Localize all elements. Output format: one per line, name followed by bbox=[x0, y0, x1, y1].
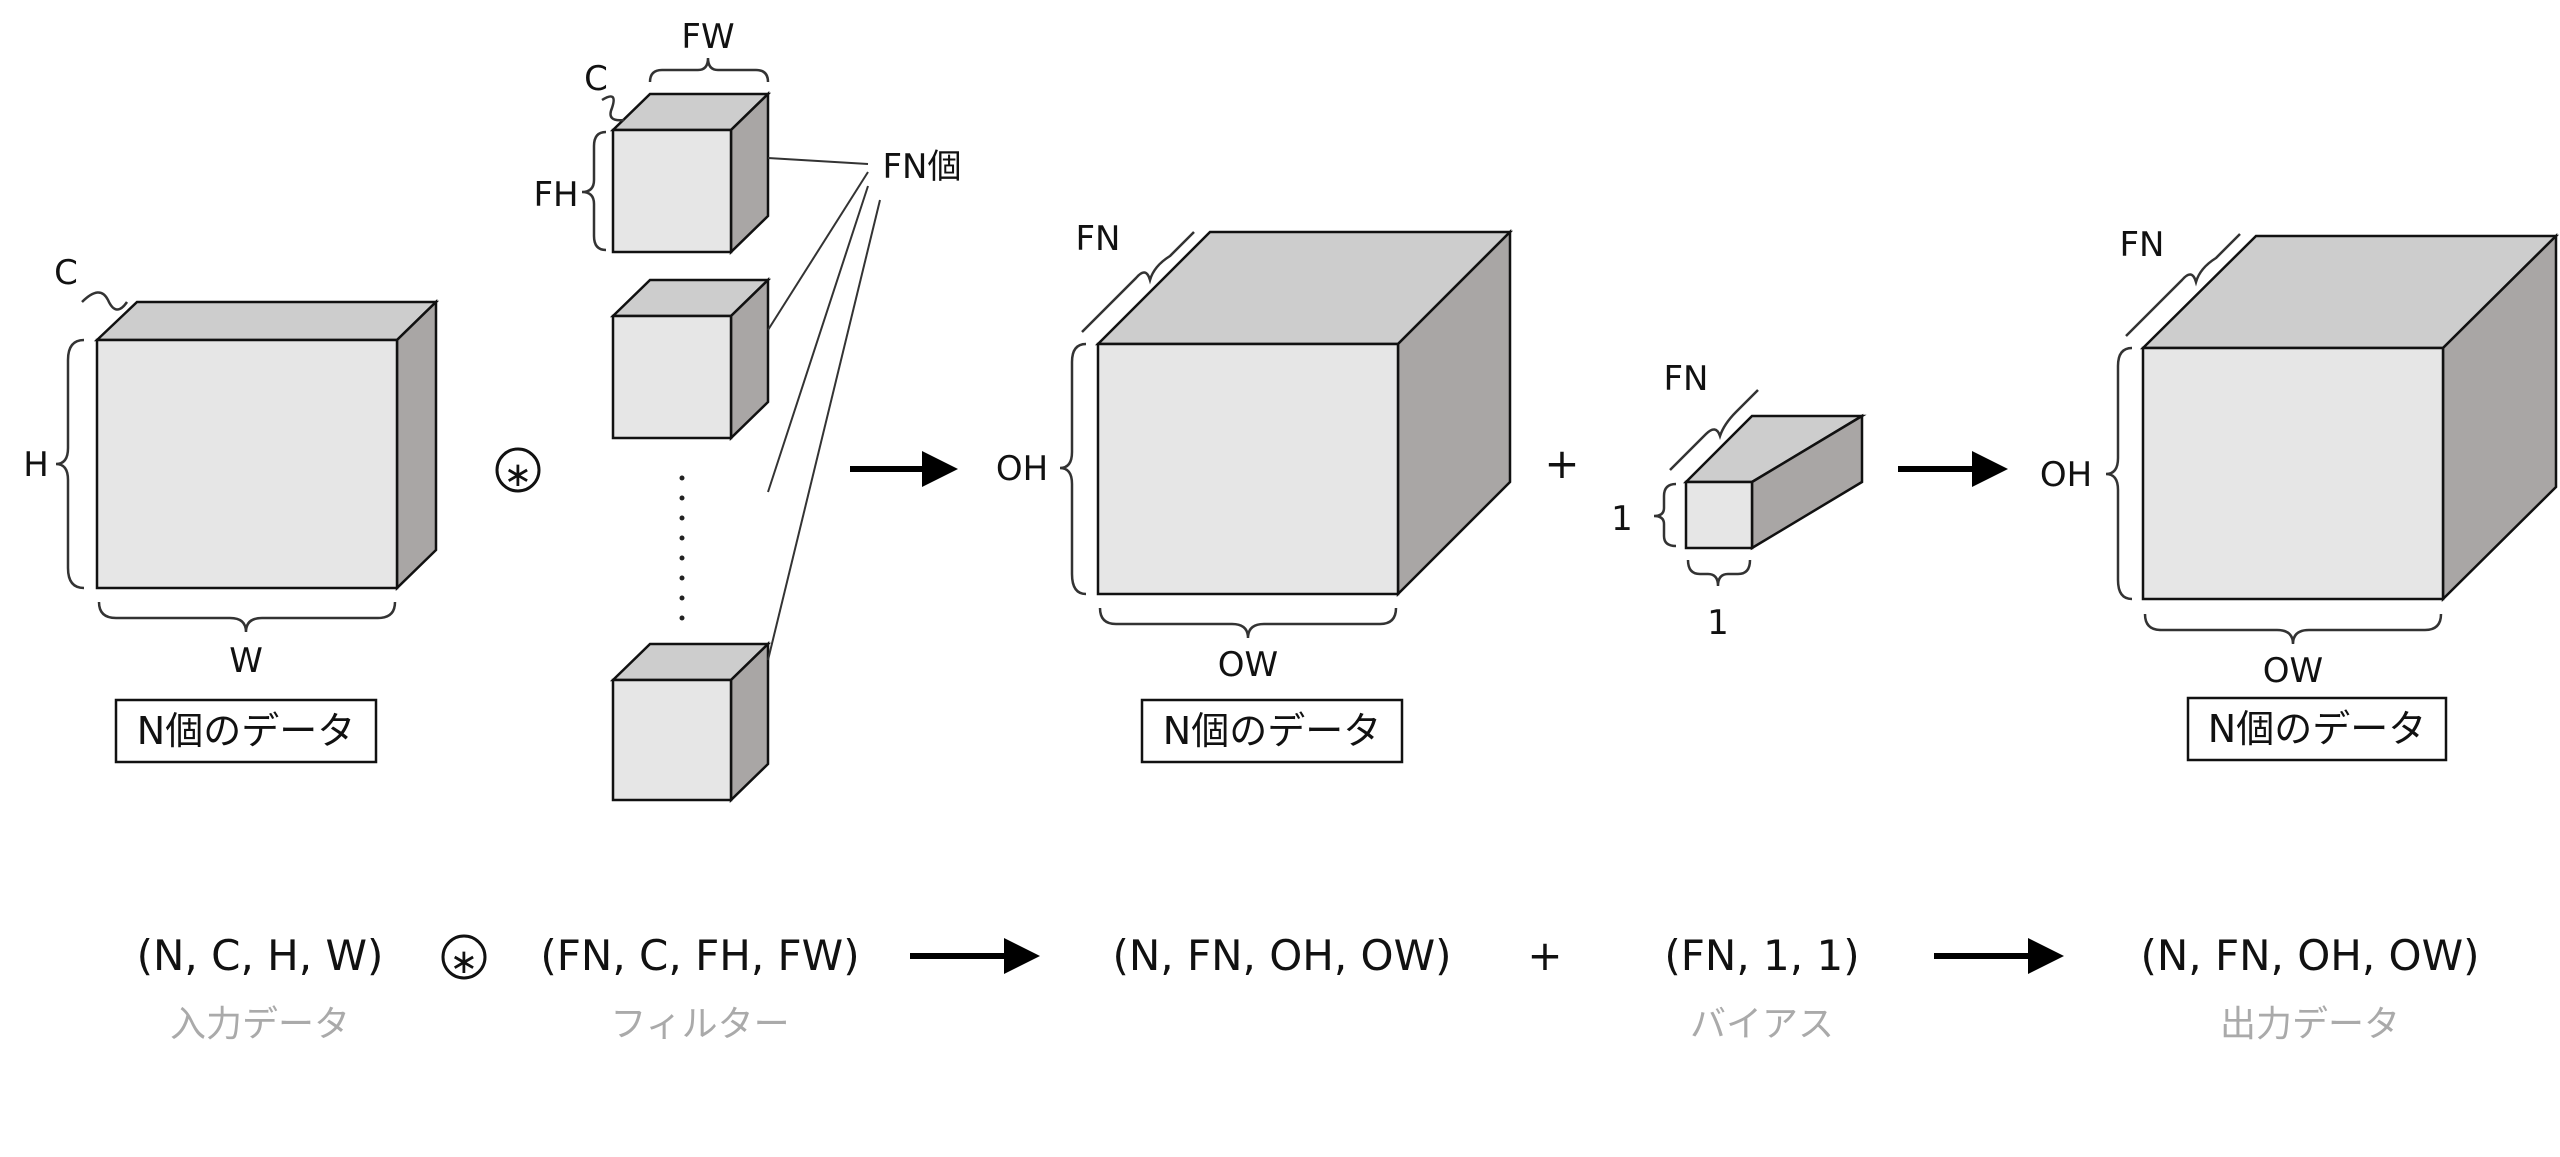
formula-plus-sign: + bbox=[1527, 931, 1562, 980]
filter-depth-brace bbox=[601, 95, 625, 122]
leader-line-4 bbox=[767, 199, 881, 661]
plus-sign: + bbox=[1544, 439, 1579, 488]
output-height-label: OH bbox=[996, 449, 1048, 489]
formula-result-role: 出力データ bbox=[2220, 1004, 2400, 1045]
leader-line-3 bbox=[767, 185, 869, 493]
output-caption: N個のデータ bbox=[1163, 709, 1381, 753]
input-width-label: W bbox=[229, 641, 263, 681]
output-data-cube bbox=[1094, 228, 1514, 598]
formula-conv-operator-icon: ∗ bbox=[441, 934, 487, 982]
input-depth-brace bbox=[81, 291, 129, 311]
result-height-brace bbox=[2105, 346, 2133, 601]
bias-depth-brace bbox=[1669, 389, 1759, 471]
result-depth-label: FN bbox=[2120, 225, 2165, 265]
input-width-brace bbox=[97, 601, 397, 633]
result-data-cube bbox=[2139, 233, 2560, 602]
input-depth-label: C bbox=[54, 253, 78, 293]
formula-input-shape: (N, C, H, W) bbox=[137, 931, 384, 980]
filter-height-label: FH bbox=[533, 175, 578, 215]
formula-filter-shape: (FN, C, FH, FW) bbox=[540, 931, 859, 980]
input-height-brace bbox=[55, 338, 85, 590]
formula-bias-shape: (FN, 1, 1) bbox=[1664, 931, 1859, 980]
output-depth-brace bbox=[1081, 231, 1195, 333]
result-caption-box bbox=[2186, 696, 2448, 762]
filter-count-label: FN個 bbox=[883, 147, 962, 187]
bias-width-brace bbox=[1686, 559, 1752, 587]
input-caption: N個のデータ bbox=[137, 709, 355, 753]
input-height-label: H bbox=[23, 445, 49, 485]
formula-row: (N, C, H, W) 入力データ ∗ (FN, C, FH, FW) フィル… bbox=[137, 931, 2480, 1045]
input-data-cube bbox=[93, 299, 440, 591]
leader-line-1 bbox=[767, 157, 869, 165]
filter-cube-3 bbox=[609, 641, 772, 803]
formula-result-shape: (N, FN, OH, OW) bbox=[2140, 931, 2479, 980]
conv-operator-icon: ∗ bbox=[495, 447, 541, 495]
bias-depth-label: FN bbox=[1664, 359, 1709, 399]
result-width-label: OW bbox=[2263, 651, 2323, 691]
bias-width-label: 1 bbox=[1707, 603, 1729, 643]
output-caption-box bbox=[1140, 698, 1404, 764]
filter-cube-2 bbox=[609, 277, 772, 441]
result-depth-brace bbox=[2125, 233, 2241, 337]
formula-filter-role: フィルター bbox=[610, 1004, 789, 1045]
formula-output-shape: (N, FN, OH, OW) bbox=[1112, 931, 1451, 980]
output-width-label: OW bbox=[1218, 645, 1278, 685]
filter-cube-1 bbox=[609, 91, 772, 255]
filter-height-brace bbox=[581, 130, 607, 252]
input-caption-box bbox=[114, 698, 378, 764]
output-width-brace bbox=[1098, 607, 1398, 639]
formula-input-role: 入力データ bbox=[170, 1004, 350, 1045]
result-height-label: OH bbox=[2040, 455, 2092, 495]
filter-width-brace bbox=[648, 57, 770, 83]
filter-depth-label: C bbox=[584, 59, 608, 99]
bias-height-brace bbox=[1653, 482, 1677, 548]
output-depth-label: FN bbox=[1076, 219, 1121, 259]
output-height-brace bbox=[1059, 342, 1087, 596]
bias-cube bbox=[1682, 413, 1867, 551]
result-caption: N個のデータ bbox=[2208, 707, 2426, 751]
svg-text:∗: ∗ bbox=[504, 455, 533, 495]
leader-line-2 bbox=[767, 171, 869, 331]
formula-bias-role: バイアス bbox=[1690, 1004, 1834, 1045]
svg-text:∗: ∗ bbox=[450, 942, 479, 982]
filter-ellipsis-dots bbox=[679, 475, 685, 621]
filter-width-label: FW bbox=[681, 17, 734, 57]
bias-height-label: 1 bbox=[1611, 499, 1633, 539]
result-width-brace bbox=[2143, 613, 2443, 645]
